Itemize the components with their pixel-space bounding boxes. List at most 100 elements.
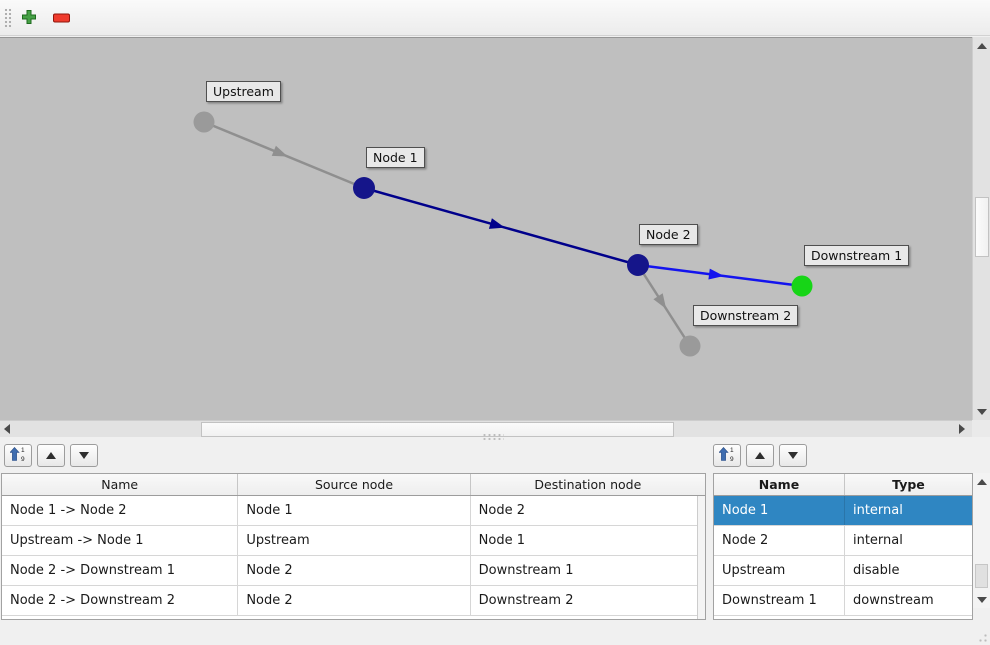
move-down-button[interactable]: [779, 444, 807, 467]
edge-table-header: Name Source node Destination node: [2, 474, 705, 496]
svg-text:9: 9: [21, 456, 25, 462]
table-row[interactable]: Upstream -> Node 1 Upstream Node 1: [2, 526, 705, 556]
cell-name[interactable]: Downstream 1: [714, 586, 845, 615]
cell-name[interactable]: Node 2 -> Downstream 1: [2, 556, 239, 585]
sort-button[interactable]: 1 9: [4, 444, 32, 467]
cell-type[interactable]: internal: [852, 533, 903, 548]
sort-ascending-icon: 1 9: [718, 446, 735, 465]
table-row[interactable]: Node 2 -> Downstream 2 Node 2 Downstream…: [2, 586, 705, 616]
cell-source[interactable]: Node 1: [238, 496, 471, 525]
arrow-up-icon: [976, 478, 987, 485]
arrow-up-icon: [46, 452, 56, 459]
cell-type[interactable]: internal: [852, 503, 903, 518]
node-table-header: Name Type: [714, 474, 972, 496]
remove-button[interactable]: [48, 5, 74, 31]
main-toolbar: [0, 0, 990, 36]
cell-name[interactable]: Node 2 -> Downstream 2: [2, 586, 239, 615]
table-row[interactable]: Downstream 1 downstream: [714, 586, 972, 616]
cell-type[interactable]: downstream: [852, 593, 934, 608]
cell-name[interactable]: Node 1: [714, 496, 845, 525]
node-label[interactable]: Downstream 2: [693, 305, 799, 326]
cell-name[interactable]: Node 2: [714, 526, 845, 555]
cell-destination[interactable]: Node 1: [478, 533, 526, 548]
svg-text:1: 1: [21, 447, 25, 454]
column-header-name[interactable]: Name: [2, 474, 239, 495]
add-button[interactable]: [16, 5, 42, 31]
column-header-source-node[interactable]: Source node: [238, 474, 471, 495]
horizontal-scrollbar-thumb[interactable]: [201, 422, 674, 437]
scrollbar-corner: [972, 420, 990, 437]
arrow-down-icon: [79, 452, 89, 459]
sort-ascending-icon: 1 9: [9, 446, 26, 465]
arrow-up-icon: [755, 452, 765, 459]
table-row-selected[interactable]: Node 1 internal: [714, 496, 972, 526]
graph-svg: [193, 111, 813, 357]
cell-name[interactable]: Upstream -> Node 1: [2, 526, 239, 555]
cell-type[interactable]: disable: [852, 563, 900, 578]
sort-button[interactable]: 1 9: [713, 444, 741, 467]
scroll-down-button[interactable]: [973, 404, 990, 419]
node-table-scrollbar[interactable]: [973, 473, 990, 608]
cell-source[interactable]: Upstream: [238, 526, 471, 555]
column-header-destination-node[interactable]: Destination node: [534, 477, 642, 492]
canvas-vertical-scrollbar[interactable]: [972, 37, 990, 420]
cell-destination[interactable]: Node 2: [478, 503, 526, 518]
scroll-right-button[interactable]: [955, 421, 969, 437]
cell-destination[interactable]: Downstream 2: [478, 593, 574, 608]
edge-arrow-icon: [488, 218, 505, 229]
panel-splitter-handle[interactable]: [482, 433, 504, 440]
scroll-down-button[interactable]: [973, 592, 990, 607]
edge-table: Name Source node Destination node Node 1…: [1, 473, 706, 620]
node-label[interactable]: Upstream: [206, 81, 281, 102]
move-up-button[interactable]: [37, 444, 65, 467]
move-up-button[interactable]: [746, 444, 774, 467]
vertical-scrollbar-thumb[interactable]: [975, 197, 989, 257]
toolbar-drag-handle[interactable]: [4, 8, 12, 29]
edge-arrow-icon: [653, 293, 667, 309]
edge-table-scrollbar-track[interactable]: [697, 496, 705, 619]
node-label[interactable]: Node 2: [639, 224, 698, 245]
canvas-horizontal-scrollbar[interactable]: [0, 420, 972, 437]
arrow-down-icon: [976, 596, 987, 603]
arrow-right-icon: [959, 424, 965, 434]
arrow-down-icon: [976, 408, 987, 415]
arrow-down-icon: [788, 452, 798, 459]
graph-node[interactable]: [627, 254, 649, 276]
node-label[interactable]: Downstream 1: [804, 245, 910, 266]
scroll-up-button[interactable]: [973, 38, 990, 53]
node-label[interactable]: Node 1: [366, 147, 425, 168]
scroll-left-button[interactable]: [0, 421, 14, 437]
edge-arrow-icon: [708, 268, 724, 280]
table-row[interactable]: Node 1 -> Node 2 Node 1 Node 2: [2, 496, 705, 526]
move-down-button[interactable]: [70, 444, 98, 467]
cell-destination[interactable]: Downstream 1: [478, 563, 574, 578]
svg-text:1: 1: [730, 447, 734, 454]
table-row[interactable]: Upstream disable: [714, 556, 972, 586]
graph-node[interactable]: [679, 335, 701, 357]
column-header-type[interactable]: Type: [892, 477, 925, 492]
graph-node[interactable]: [353, 177, 375, 199]
column-header-name[interactable]: Name: [714, 474, 845, 495]
edge-table-toolbar: 1 9: [4, 444, 98, 467]
table-row[interactable]: Node 2 internal: [714, 526, 972, 556]
node-table-scrollbar-thumb[interactable]: [975, 564, 988, 588]
node-table: Name Type Node 1 internal Node 2 interna…: [713, 473, 973, 620]
cell-name[interactable]: Upstream: [714, 556, 845, 585]
edge-arrow-icon: [271, 145, 288, 157]
minus-icon: [52, 11, 70, 26]
arrow-left-icon: [4, 424, 10, 434]
svg-text:9: 9: [730, 456, 734, 462]
graph-node[interactable]: [791, 275, 813, 297]
cell-name[interactable]: Node 1 -> Node 2: [2, 496, 239, 525]
plus-icon: [20, 8, 38, 29]
graph-node[interactable]: [193, 111, 215, 133]
node-table-toolbar: 1 9: [713, 444, 807, 467]
cell-source[interactable]: Node 2: [238, 586, 471, 615]
cell-source[interactable]: Node 2: [238, 556, 471, 585]
table-row[interactable]: Node 2 -> Downstream 1 Node 2 Downstream…: [2, 556, 705, 586]
window-resize-grip[interactable]: [975, 630, 988, 643]
scroll-up-button[interactable]: [973, 474, 990, 489]
arrow-up-icon: [976, 42, 987, 49]
